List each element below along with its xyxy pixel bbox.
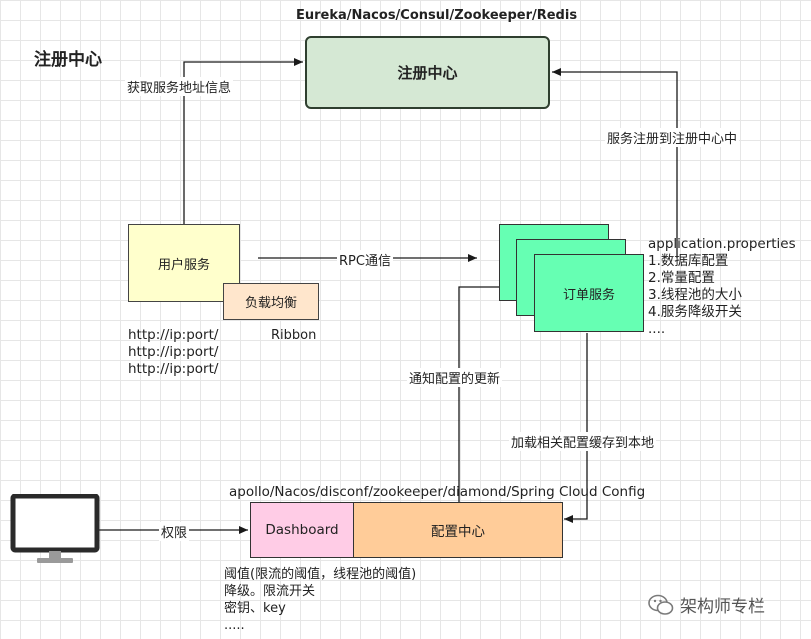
edge-load-cache <box>564 333 588 523</box>
load-balancer-lib: Ribbon <box>271 328 317 343</box>
monitor-icon <box>10 494 100 563</box>
registry-tech-title: Eureka/Nacos/Consul/Zookeeper/Redis <box>296 8 578 23</box>
order-service-label: 订单服务 <box>562 287 615 303</box>
order-service-box[interactable]: 订单服务 <box>534 254 644 332</box>
order-config-notes: application.properties 1.数据库配置 2.常量配置 3.… <box>648 236 796 338</box>
dashboard-label: Dashboard <box>265 522 339 538</box>
config-center-notes: 阈值(限流的阈值，线程池的阈值) 降级。限流开关 密钥、key ..... <box>224 566 416 634</box>
edge-label-notify: 通知配置的更新 <box>407 368 503 387</box>
edge-label-get-address: 获取服务地址信息 <box>125 77 234 96</box>
config-center-label: 配置中心 <box>431 524 485 540</box>
note-line: .... <box>648 321 666 337</box>
watermark-text: 架构师专栏 <box>680 597 765 617</box>
edge-label-register: 服务注册到注册中心中 <box>605 128 740 147</box>
note-line: ..... <box>224 618 245 633</box>
address-line: http://ip:port/ <box>128 327 219 343</box>
dashboard-box[interactable]: Dashboard <box>250 502 354 558</box>
registry-side-heading: 注册中心 <box>34 50 102 70</box>
edge-notify <box>458 283 533 502</box>
note-line: application.properties <box>648 236 796 252</box>
config-center-box[interactable]: 配置中心 <box>353 502 563 558</box>
address-line: http://ip:port/ <box>128 361 219 377</box>
note-line: 降级。限流开关 <box>224 584 316 599</box>
edge-register <box>552 68 678 258</box>
user-service-addresses: http://ip:port/ http://ip:port/ http://i… <box>128 327 218 378</box>
edge-label-rpc: RPC通信 <box>337 250 393 269</box>
config-tech-title: apollo/Nacos/disconf/zookeeper/diamond/S… <box>229 484 646 500</box>
edge-label-load-cache: 加载相关配置缓存到本地 <box>509 432 657 451</box>
note-line: 3.线程池的大小 <box>648 287 742 303</box>
edge-label-permission: 权限 <box>159 522 190 541</box>
note-line: 密钥、key <box>224 601 286 616</box>
note-line: 4.服务降级开关 <box>648 304 742 320</box>
user-service-label: 用户服务 <box>157 257 210 273</box>
registry-box[interactable]: 注册中心 <box>305 36 550 109</box>
address-line: http://ip:port/ <box>128 344 219 360</box>
load-balancer-label: 负载均衡 <box>244 296 297 311</box>
edge-get-address <box>183 58 303 224</box>
registry-box-label: 注册中心 <box>397 64 458 82</box>
load-balancer-box[interactable]: 负载均衡 <box>223 283 319 320</box>
note-line: 2.常量配置 <box>648 270 715 286</box>
note-line: 1.数据库配置 <box>648 253 729 269</box>
wechat-icon <box>648 594 674 615</box>
user-service-box[interactable]: 用户服务 <box>128 224 240 302</box>
watermark: 架构师专栏 <box>648 592 765 617</box>
note-line: 阈值(限流的阈值，线程池的阈值) <box>224 567 417 582</box>
